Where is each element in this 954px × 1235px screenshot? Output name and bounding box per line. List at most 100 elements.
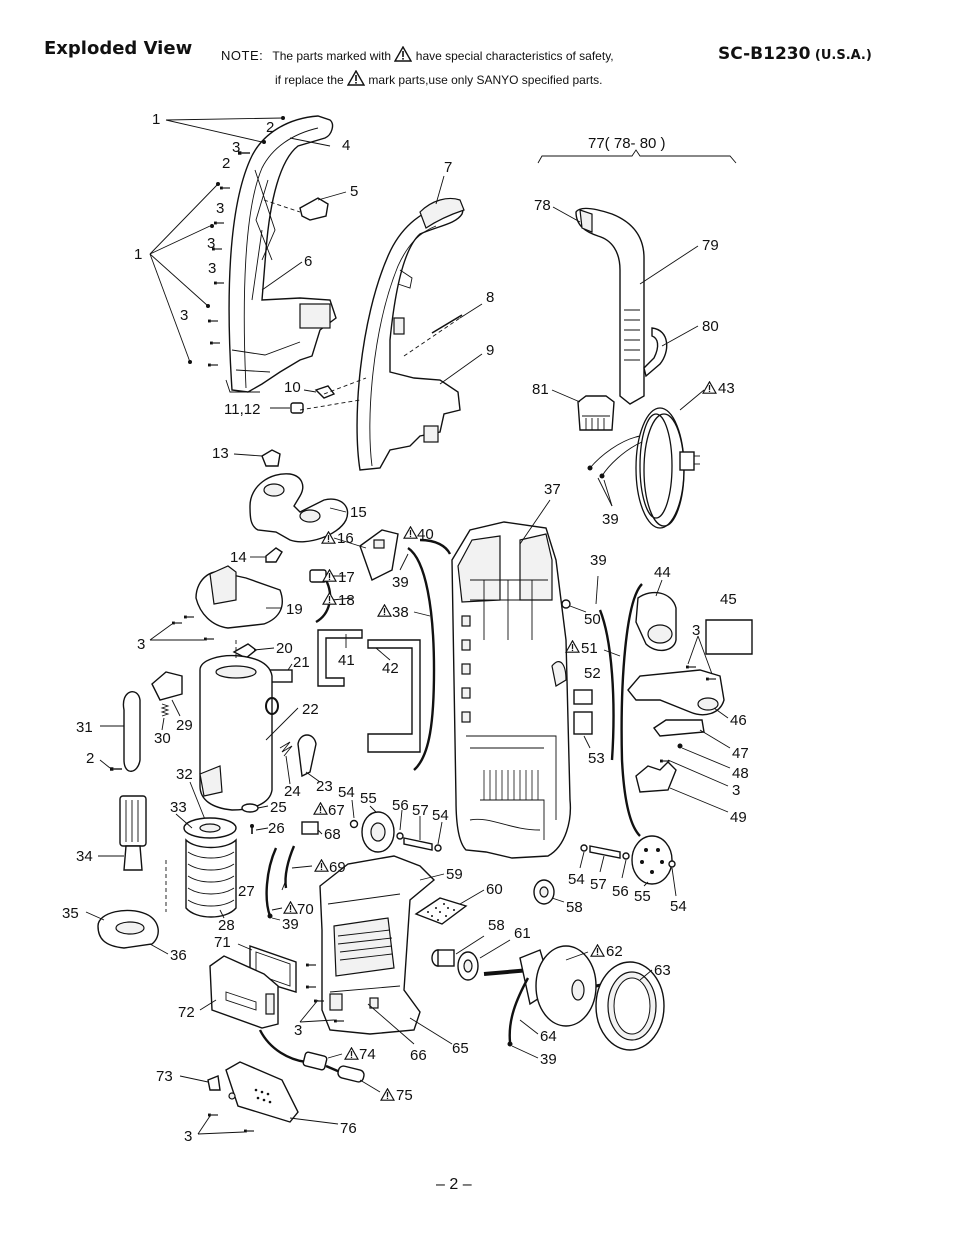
callout-3: 3 (180, 307, 188, 324)
callout-30: 30 (154, 730, 171, 747)
wheel-part-55-left (361, 811, 395, 853)
lever-part-23 (297, 734, 317, 778)
callout-70: 70 (297, 901, 314, 918)
callout-2: 2 (266, 119, 274, 136)
callout-58: 58 (566, 899, 583, 916)
callout-16: 16 (337, 530, 354, 547)
callout-39: 39 (392, 574, 409, 591)
callout-39: 39 (590, 552, 607, 569)
latch-part-29 (151, 671, 183, 701)
group-label-77: 77( 78- 80 ) (588, 135, 666, 152)
callout-35: 35 (62, 905, 79, 922)
callout-2: 2 (222, 155, 230, 172)
callout-13: 13 (212, 445, 229, 462)
note-text-1-end: have special characteristics of safety, (415, 49, 614, 63)
callout-66: 66 (410, 1047, 427, 1064)
callout-47: 47 (732, 745, 749, 762)
callout-54: 54 (338, 784, 355, 801)
callout-5: 5 (350, 183, 358, 200)
main-body-part-37 (451, 521, 572, 859)
brush-part-34 (119, 795, 147, 871)
filter-pad-part-60 (414, 897, 468, 925)
callout-24: 24 (284, 783, 301, 800)
note-text-2: if replace the (275, 73, 344, 87)
label-part-45 (705, 619, 753, 655)
callout-26: 26 (268, 820, 285, 837)
callout-48: 48 (732, 765, 749, 782)
power-cord-part-43 (589, 407, 700, 529)
callout-54: 54 (432, 807, 449, 824)
callout-38: 38 (392, 604, 409, 621)
callout-4: 4 (342, 137, 350, 154)
callout-39: 39 (540, 1051, 557, 1068)
callout-1: 1 (152, 111, 160, 128)
note-text-1: The parts marked with (272, 49, 392, 63)
washer-part-25 (241, 803, 259, 813)
warning-triangle-icon (347, 70, 366, 86)
model-number: SC-B1230 (U.S.A.) (718, 44, 872, 64)
callout-33: 33 (170, 799, 187, 816)
callout-18: 18 (338, 592, 355, 609)
callout-49: 49 (730, 809, 747, 826)
gasket-part-42 (367, 639, 421, 753)
callout-51: 51 (581, 640, 598, 657)
callout-36: 36 (170, 947, 187, 964)
callout-64: 64 (540, 1028, 557, 1045)
callout-29: 29 (176, 717, 193, 734)
callout-9: 9 (486, 342, 494, 359)
label-part-52 (573, 689, 593, 705)
callout-53: 53 (588, 750, 605, 767)
callout-15: 15 (350, 504, 367, 521)
callout-37: 37 (544, 481, 561, 498)
callout-63: 63 (654, 962, 671, 979)
latch-part-10 (314, 385, 336, 399)
handle-cover-part-4 (225, 115, 337, 393)
callout-54: 54 (568, 871, 585, 888)
callout-71: 71 (214, 934, 231, 951)
cover-part-76 (225, 1061, 299, 1123)
clip-part-73 (207, 1075, 221, 1091)
motor-part-62 (483, 945, 607, 1027)
callout-61: 61 (514, 925, 531, 942)
model-region: (U.S.A.) (814, 48, 872, 63)
callout-3: 3 (294, 1022, 302, 1039)
callout-3: 3 (692, 622, 700, 639)
callout-67: 67 (328, 802, 345, 819)
model-code: SC-B1230 (718, 44, 811, 64)
filter-part-33 (183, 817, 237, 918)
callout-31: 31 (76, 719, 93, 736)
gasket-part-41 (317, 629, 363, 687)
page-number: – 2 – (436, 1176, 472, 1193)
rod-part-8 (431, 314, 463, 334)
screw-part-50 (561, 599, 571, 609)
axle-part-57-left (403, 837, 433, 851)
callout-62: 62 (606, 943, 623, 960)
motor-housing-part-59 (319, 855, 436, 1035)
callout-22: 22 (302, 701, 319, 718)
switch-part-16 (359, 529, 399, 581)
callout-79: 79 (702, 237, 719, 254)
callout-81: 81 (532, 381, 549, 398)
callout-3: 3 (732, 782, 740, 799)
callout-44: 44 (654, 564, 671, 581)
callout-6: 6 (304, 253, 312, 270)
callout-17: 17 (338, 569, 355, 586)
callout-3: 3 (137, 636, 145, 653)
switch-part-74 (302, 1051, 328, 1071)
page-title: Exploded View (44, 38, 193, 59)
callout-74: 74 (359, 1046, 376, 1063)
note-lead: NOTE: (221, 48, 264, 63)
pedal-part-47 (652, 719, 705, 737)
callout-3: 3 (207, 235, 215, 252)
callout-32: 32 (176, 766, 193, 783)
axle-part-57-right (589, 845, 621, 859)
callout-50: 50 (584, 611, 601, 628)
extension-pipe-part-79 (575, 207, 668, 405)
flange-part-61 (457, 951, 479, 981)
label-part-53 (573, 711, 593, 735)
callout-21: 21 (293, 654, 310, 671)
callout-25: 25 (270, 799, 287, 816)
callout-58: 58 (488, 917, 505, 934)
callout-57: 57 (412, 802, 429, 819)
